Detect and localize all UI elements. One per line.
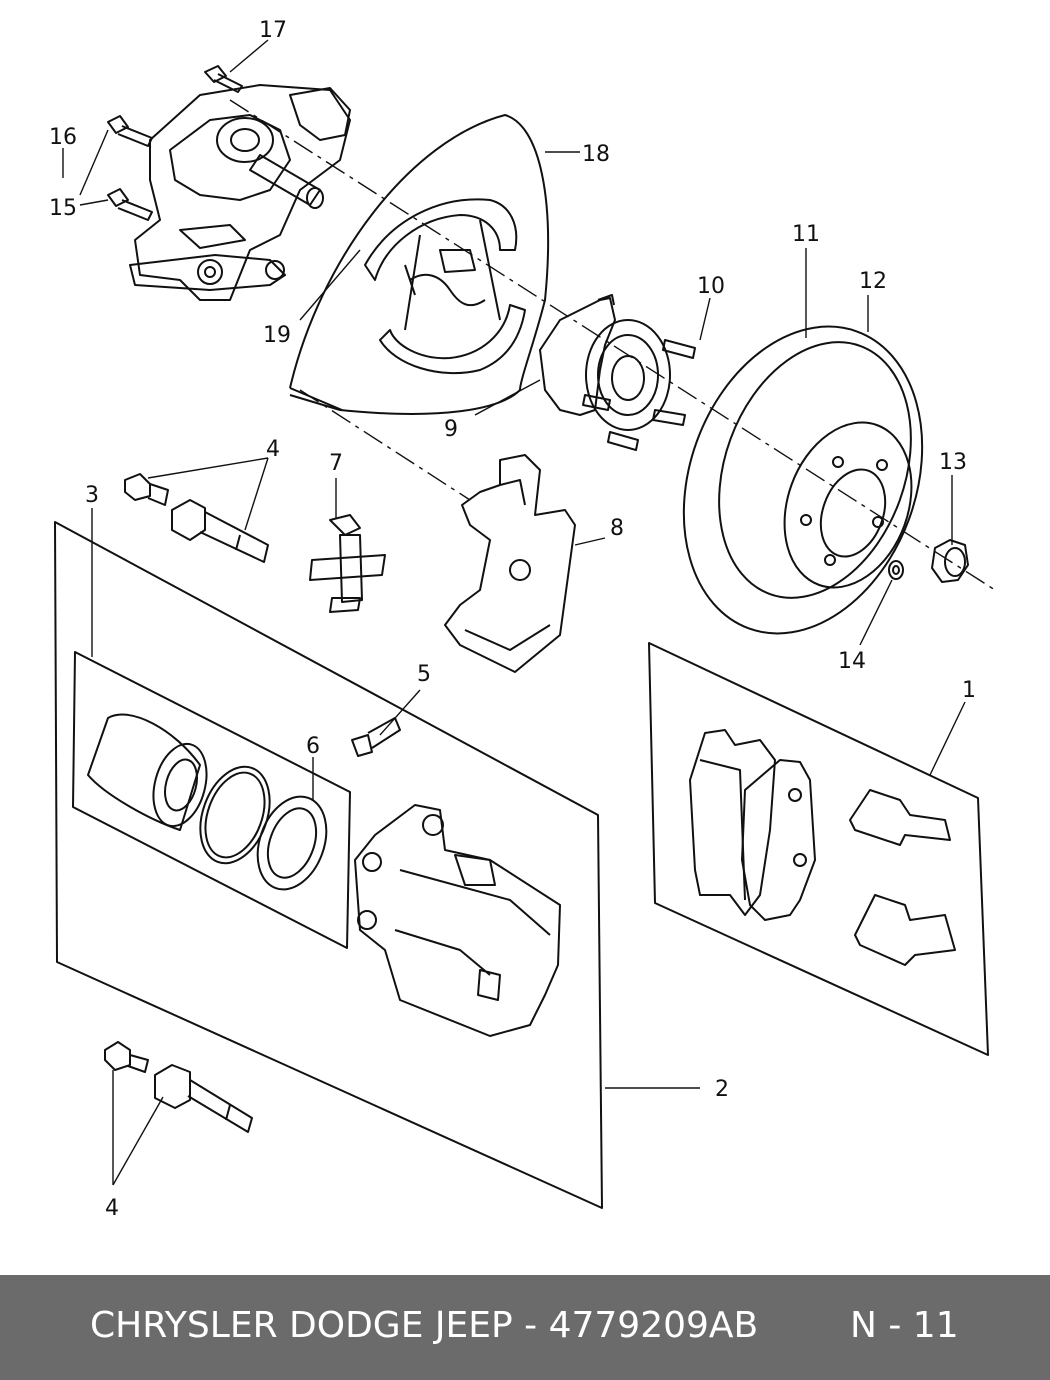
seal-kit-panel — [72, 651, 351, 949]
dust-boot — [256, 795, 328, 891]
callout-13: 13 — [939, 450, 967, 475]
wheel-studs — [582, 339, 696, 451]
leader-lines — [62, 39, 966, 1186]
guide-pin-upper — [171, 499, 269, 563]
guide-pin-lower — [154, 1064, 253, 1133]
diagram-code: N - 11 — [850, 1305, 959, 1346]
callout-5: 5 — [417, 662, 431, 687]
callout-8: 8 — [610, 516, 624, 541]
callout-2: 2 — [715, 1077, 729, 1102]
callout-4-lower: 4 — [105, 1196, 119, 1221]
callout-15: 15 — [49, 196, 77, 221]
callout-6: 6 — [306, 734, 320, 759]
callout-16: 16 — [49, 125, 77, 150]
callout-12: 12 — [859, 269, 887, 294]
hub-bearing — [539, 294, 671, 431]
nut-washer — [888, 560, 904, 580]
callout-3: 3 — [85, 483, 99, 508]
callout-19: 19 — [263, 323, 291, 348]
pad-clip-upper — [849, 789, 951, 846]
brake-pad-kit-panel — [648, 642, 989, 1056]
callout-10: 10 — [697, 274, 725, 299]
callout-7: 7 — [329, 451, 343, 476]
pad-clip-lower — [854, 894, 956, 966]
brake-pad-inner — [689, 729, 776, 916]
dust-shield — [289, 114, 550, 415]
callout-17: 17 — [259, 18, 287, 43]
anti-rattle-clip — [309, 514, 386, 613]
knuckle-bolt-mid — [107, 115, 153, 147]
guide-pin-bolt-upper — [124, 473, 169, 506]
callout-1: 1 — [962, 678, 976, 703]
guide-pin-bolt-lower — [104, 1041, 149, 1073]
parking-brake-shoe-assembly — [364, 198, 526, 375]
knuckle-bolt-lower — [107, 188, 153, 221]
caliper-piston — [87, 713, 208, 831]
bleeder-screw — [351, 717, 401, 757]
caliper-housing — [354, 804, 561, 1037]
knuckle-bolt-upper — [204, 65, 243, 93]
callout-18: 18 — [582, 142, 610, 167]
exploded-parts-diagram: 17 16 15 18 19 11 12 10 9 13 14 4 3 7 8 … — [49, 18, 996, 1221]
brake-rotor — [682, 325, 924, 635]
steering-knuckle — [129, 84, 351, 301]
caliper-adapter-bracket — [444, 454, 576, 673]
callout-9: 9 — [444, 417, 458, 442]
brake-pad-outer — [741, 759, 816, 921]
assembly-centerline — [229, 99, 996, 591]
part-number-title: CHRYSLER DODGE JEEP - 4779209AB — [90, 1305, 759, 1346]
callout-14: 14 — [838, 649, 866, 674]
footer-banner: CHRYSLER DODGE JEEP - 4779209AB N - 11 — [0, 1275, 1050, 1380]
callout-11: 11 — [792, 222, 820, 247]
caliper-kit-panel — [54, 521, 603, 1209]
callout-labels: 17 16 15 18 19 11 12 10 9 13 14 4 3 7 8 … — [49, 18, 976, 1221]
callout-4-upper: 4 — [266, 437, 280, 462]
